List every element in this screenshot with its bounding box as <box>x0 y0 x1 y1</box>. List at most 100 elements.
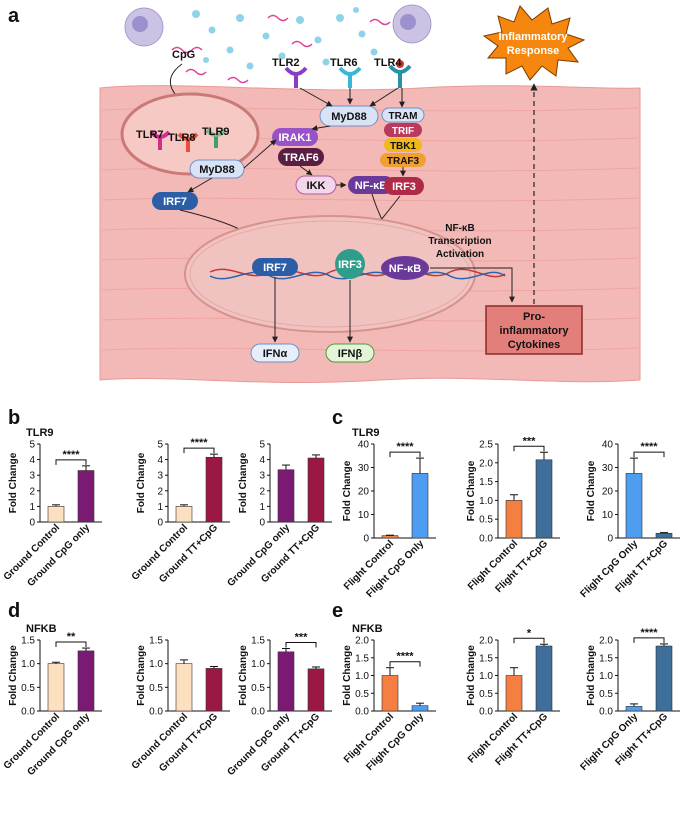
y-tick-label: 0.5 <box>479 689 493 700</box>
myd88-surface-node: MyD88 <box>319 105 379 127</box>
y-tick-label: 20 <box>358 487 370 498</box>
y-tick-label: 0.0 <box>251 707 265 718</box>
y-tick-label: 2.0 <box>599 636 613 647</box>
y-tick-label: 1.5 <box>479 477 493 488</box>
bar-flight-control <box>381 675 399 712</box>
tlr9-receptor-icon <box>205 128 227 148</box>
y-axis-label: Fold Change <box>586 645 597 706</box>
panel-letter-c: c <box>332 407 343 429</box>
significance-bracket <box>633 637 665 643</box>
bar-flight-tt-cpg <box>535 645 553 712</box>
significance-bracket <box>513 445 545 452</box>
bar-flight-tt-cpg <box>655 645 673 712</box>
y-tick-label: 1.5 <box>251 636 265 647</box>
y-tick-label: 4 <box>259 455 265 466</box>
panel-letter-d: d <box>8 600 20 622</box>
category-label: Flight TT+CpG <box>613 711 670 768</box>
significance-label: **** <box>640 627 658 639</box>
y-tick-label: 0.0 <box>479 534 493 545</box>
tlr6-label: TLR6 <box>330 57 358 69</box>
cytokines-box: Pro- inflammatory Cytokines <box>485 305 583 355</box>
y-tick-label: 0 <box>157 518 163 529</box>
bar-ground-control <box>47 663 65 712</box>
myd88-endosome-node: MyD88 <box>189 159 245 179</box>
svg-text:Response: Response <box>507 45 560 57</box>
tlr8-label: TLR8 <box>168 132 196 144</box>
cpg-label: CpG <box>172 49 195 61</box>
svg-text:TRAF6: TRAF6 <box>283 152 318 164</box>
y-tick-label: 0.0 <box>21 707 35 718</box>
significance-bracket <box>513 637 545 644</box>
y-tick-label: 1 <box>29 502 35 513</box>
significance-bracket <box>183 447 215 454</box>
inflammatory-response-burst: Inflammatory Response <box>482 5 586 81</box>
y-axis-label: Fold Change <box>342 645 353 706</box>
y-tick-label: 1.5 <box>599 653 613 664</box>
y-axis-label: Fold Change <box>136 645 147 706</box>
y-tick-label: 10 <box>602 510 614 521</box>
y-tick-label: 1 <box>259 502 265 513</box>
y-tick-label: 20 <box>602 487 614 498</box>
y-tick-label: 1.0 <box>355 671 369 682</box>
nfkb-nuclear-node: NF-κB <box>381 256 429 280</box>
y-tick-label: 2.0 <box>479 636 493 647</box>
y-tick-label: 1.0 <box>599 671 613 682</box>
significance-bracket <box>55 459 87 465</box>
svg-text:IRF7: IRF7 <box>263 262 287 274</box>
tram-node: TRAM <box>381 107 425 123</box>
bar-ground-cpg-only <box>277 651 295 712</box>
category-label: Flight TT+CpG <box>493 711 550 768</box>
tlr6-receptor-icon <box>338 66 362 88</box>
tlr4-label: TLR4 <box>374 57 402 69</box>
svg-text:IFNβ: IFNβ <box>338 348 363 360</box>
cpg-strands <box>171 14 391 84</box>
y-axis-label: Fold Change <box>136 452 147 513</box>
y-axis-label: Fold Change <box>466 460 477 521</box>
bar-ground-control <box>47 506 65 523</box>
svg-text:IRF7: IRF7 <box>163 196 187 208</box>
significance-label: **** <box>396 651 414 663</box>
category-label: Ground TT+CpG <box>259 711 322 774</box>
svg-text:Transcription: Transcription <box>428 236 491 247</box>
tbk1-node: TBK1 <box>384 138 422 152</box>
y-tick-label: 30 <box>358 463 370 474</box>
bar-ground-cpg-only <box>77 650 95 712</box>
y-axis-label: Fold Change <box>8 645 19 706</box>
y-tick-label: 5 <box>29 440 35 451</box>
nfkb-activation-label: NF-κB Transcription Activation <box>428 223 491 260</box>
bar-flight-control <box>505 675 523 712</box>
panel-letter-e: e <box>332 600 343 622</box>
irf3-nuclear-node: IRF3 <box>335 249 365 279</box>
immune-cell-left <box>124 7 164 47</box>
significance-bracket <box>285 642 317 648</box>
category-label: Flight Control <box>466 711 520 765</box>
bar-flight-cpg-only <box>625 706 643 712</box>
y-tick-label: 0.0 <box>149 707 163 718</box>
y-tick-label: 1.0 <box>149 659 163 670</box>
y-tick-label: 1.5 <box>479 653 493 664</box>
y-tick-label: 0.5 <box>251 683 265 694</box>
significance-bracket <box>633 451 665 458</box>
svg-text:NF-κB: NF-κB <box>445 223 474 234</box>
panel-a-diagram: a <box>8 4 641 384</box>
panel-letter-a: a <box>8 5 20 27</box>
tlr2-receptor-icon <box>284 66 308 88</box>
irak1-node: IRAK1 <box>272 128 318 146</box>
traf3-node: TRAF3 <box>380 153 426 167</box>
output-arrows <box>272 267 515 343</box>
bar-ground-tt-cpg <box>205 668 223 712</box>
svg-text:IFNα: IFNα <box>263 348 288 360</box>
svg-text:inflammatory: inflammatory <box>499 325 569 337</box>
category-label: Flight CpG Only <box>365 711 427 773</box>
significance-bracket <box>389 661 421 667</box>
y-tick-label: 5 <box>259 440 265 451</box>
y-axis-label: Fold Change <box>466 645 477 706</box>
trif-node: TRIF <box>384 123 422 137</box>
traf6-node: TRAF6 <box>278 148 324 166</box>
tlr4-receptor-icon <box>388 60 412 88</box>
y-tick-label: 3 <box>259 471 265 482</box>
panel-b-title: TLR9 <box>26 427 54 439</box>
